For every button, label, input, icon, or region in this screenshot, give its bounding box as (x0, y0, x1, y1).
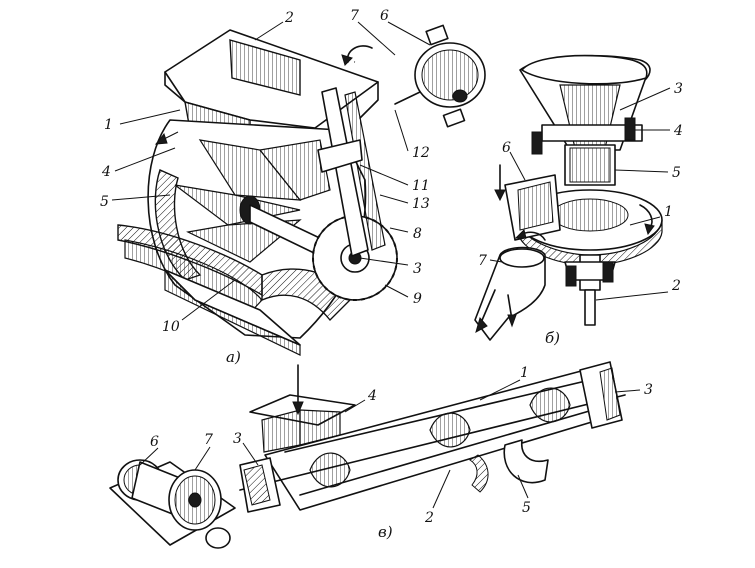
pawl (317, 139, 363, 173)
discharge-outlet-c (503, 439, 549, 484)
label-c-3a: 3 (233, 431, 242, 447)
label-a-10: 10 (162, 319, 180, 335)
pawl-lever (321, 87, 369, 257)
panel-c-screw-feeder: 1 2 3 3 4 5 6 7 в) (109, 361, 653, 549)
panel-a-leaders (111, 21, 431, 321)
label-a-5: 5 (100, 194, 109, 210)
label-a-1: 1 (104, 117, 113, 133)
discharge-chute-b (474, 246, 546, 341)
label-a-12: 12 (412, 145, 430, 161)
label-b-6: 6 (502, 140, 511, 156)
label-b-4: 4 (673, 123, 683, 139)
panel-c-leaders (139, 379, 641, 509)
label-a-7: 7 (350, 8, 359, 24)
caption-a: а) (226, 348, 241, 366)
rotation-arrow-a (346, 45, 373, 63)
panel-a-rotary-feeder: 1 2 3 4 5 6 7 8 9 10 11 12 13 а) (100, 8, 486, 366)
label-b-5: 5 (672, 165, 681, 181)
label-a-2: 2 (284, 10, 294, 26)
label-c-7: 7 (204, 432, 213, 448)
label-b-3: 3 (674, 81, 683, 97)
label-c-2: 2 (424, 510, 434, 526)
label-a-6: 6 (380, 8, 389, 24)
label-c-5: 5 (522, 500, 531, 516)
label-c-1: 1 (520, 365, 529, 381)
coupling-reducer (168, 469, 222, 531)
screw-flights (239, 387, 626, 491)
caption-b: б) (545, 329, 560, 347)
label-c-6: 6 (150, 434, 159, 450)
panel-b-leaders (489, 87, 671, 301)
label-a-13: 13 (412, 196, 430, 212)
label-b-7: 7 (478, 253, 487, 269)
caption-c: в) (378, 523, 393, 541)
label-b-2: 2 (671, 278, 681, 294)
hopper-wall-back (229, 39, 301, 96)
label-a-3: 3 (413, 261, 422, 277)
label-a-11: 11 (412, 178, 430, 194)
label-c-4: 4 (367, 388, 377, 404)
label-c-3b: 3 (644, 382, 653, 398)
panel-b-disc-feeder: 1 2 3 4 5 6 7 б) (474, 54, 683, 347)
label-a-9: 9 (413, 291, 422, 307)
eccentric-disk (414, 24, 486, 128)
label-a-8: 8 (413, 226, 422, 242)
label-b-1: 1 (664, 204, 673, 220)
label-a-4: 4 (101, 164, 111, 180)
